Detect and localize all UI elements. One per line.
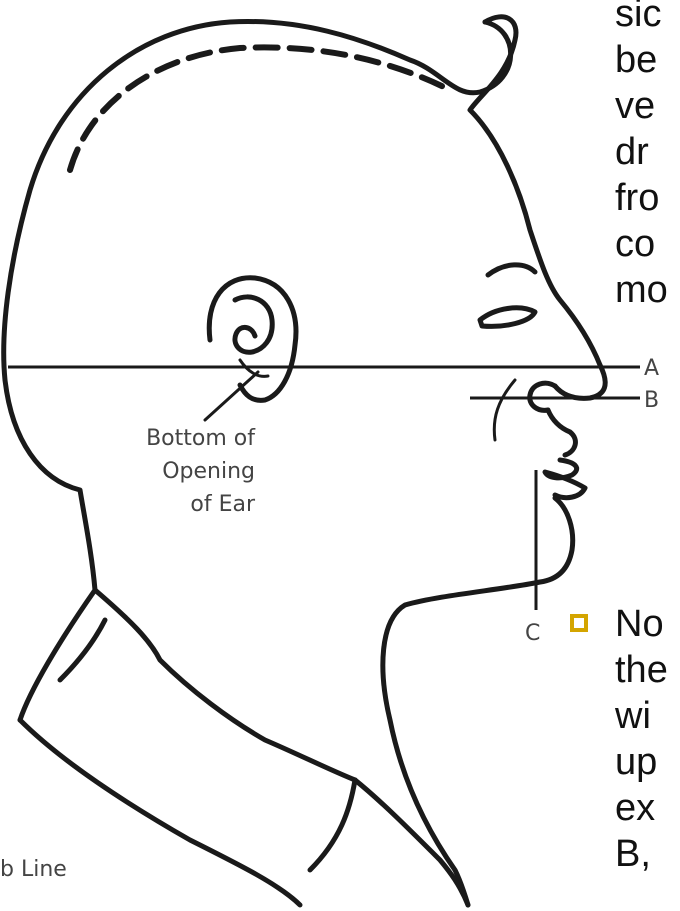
bullet-line-3: wi [614,695,651,737]
bullet-line-5: ex [615,787,655,829]
top-line-1: sic [615,0,661,35]
ear-label-line-1: Bottom of [146,426,256,451]
hairline-dashed [70,47,450,170]
bullet-line-6: B, [615,833,651,875]
bullet-paragraph: No the wi up ex B, [572,603,668,875]
top-line-2: be [615,39,657,81]
bullet-square-icon [572,616,586,630]
top-line-7: mo [615,269,668,311]
top-paragraph: sic be ve dr fro co mo [615,0,668,311]
face-outline [470,17,605,398]
top-line-5: fro [615,177,659,219]
ear-label-line-3: of Ear [190,492,256,517]
top-line-4: dr [615,131,649,173]
nostril-curve [494,380,515,440]
ear-label-line-2: Opening [162,459,255,484]
bullet-line-1: No [615,603,664,645]
line-b-label: B [644,388,659,413]
collar-lapel [355,780,468,905]
guide-lines [8,367,640,610]
chin [540,498,573,582]
top-line-6: co [615,223,655,265]
line-a-label: A [644,356,659,381]
shirt-collar [20,590,468,905]
collar-back [95,590,355,780]
neck-front [383,582,540,905]
bullet-line-2: the [615,649,668,691]
lips [545,460,585,498]
head-profile [4,17,605,905]
ear-inner [235,297,272,352]
bullet-line-4: up [615,741,657,783]
top-line-3: ve [615,85,655,127]
collar-tip [310,780,355,870]
eye [480,308,535,327]
line-c-label: C [525,621,540,646]
bottom-left-label: b Line [0,857,67,882]
eyebrow [488,265,535,275]
ear-label: Bottom of Opening of Ear [146,426,256,517]
